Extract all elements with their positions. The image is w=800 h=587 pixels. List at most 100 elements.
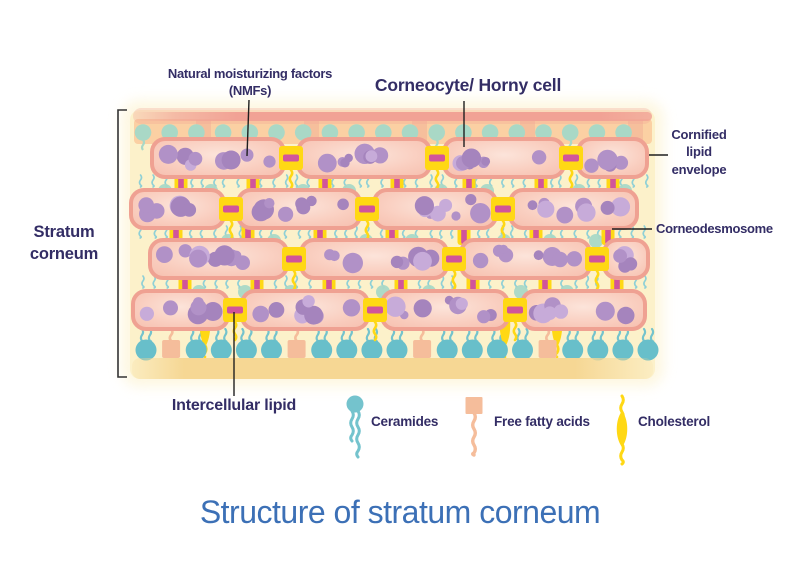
nmf-granule [178, 244, 192, 258]
legend-label-free-fatty-acids: Free fatty acids [494, 414, 590, 429]
nmf-granule [296, 200, 311, 215]
corneodesmosome-junction [219, 197, 243, 241]
annotation-lines [117, 99, 668, 396]
nmf-granule [221, 150, 241, 170]
nmf-granule [595, 301, 615, 321]
ceramide-head [637, 339, 659, 361]
nmf-granule [263, 155, 276, 168]
ceramide-head [361, 339, 383, 361]
ceramide-head [612, 339, 634, 361]
nmf-label-line1: Natural moisturizing factors [167, 66, 333, 81]
nmf-granule [317, 153, 337, 173]
nmf-granule [597, 149, 618, 171]
corneodesmosome-junction [282, 247, 306, 291]
corneocyte-cell [131, 289, 230, 331]
nmf-granule [600, 200, 615, 215]
corneocyte-cell [299, 238, 449, 280]
ceramide-head [185, 339, 207, 361]
ceramide-head [235, 339, 257, 361]
corneocyte-row-1 [150, 137, 649, 190]
ceramide-icon [346, 395, 364, 459]
nmf-granule [566, 251, 582, 267]
corneocyte-cell [459, 238, 592, 280]
nmf-granule [182, 203, 197, 217]
nmf-granule [414, 196, 434, 216]
corneocyte-label: Corneocyte/ Horny cell [374, 75, 562, 95]
nmf-granule [340, 158, 350, 168]
ceramide-head [562, 339, 584, 361]
nmf-granule [531, 150, 547, 165]
corneodesmosome-junction [491, 197, 515, 241]
corneodesmosome-junction [223, 298, 247, 342]
nmf-granule [552, 251, 568, 268]
corneodesmosome-junction [279, 146, 303, 190]
corneodesmosome-junction [355, 197, 379, 241]
ceramide-head [336, 339, 358, 361]
top-band [133, 112, 652, 121]
nmf-granule [470, 203, 491, 224]
nmf-granule [499, 244, 508, 254]
nmf-granule [203, 302, 223, 321]
intercellular-lipid-label: Intercellular lipid [171, 397, 297, 414]
corneocyte-row-2 [129, 188, 639, 241]
ceramide-head [386, 339, 408, 361]
nmf-granule [537, 200, 555, 218]
ceramide-head [436, 339, 458, 361]
nmf-granule [324, 249, 336, 261]
nmf-granule [543, 306, 557, 321]
nmf-granule [553, 304, 569, 319]
ceramide-head [135, 339, 157, 361]
nmf-granule [251, 202, 271, 222]
figure-title: Structure of stratum corneum [199, 494, 601, 530]
nmf-granule [556, 206, 574, 224]
lower-lipid-layer [132, 295, 659, 379]
corneocyte-cell [602, 238, 650, 280]
nmf-granule [337, 198, 349, 211]
nmf-granule [472, 252, 489, 269]
nmf-granule [190, 299, 207, 316]
nmf-granule [385, 296, 406, 317]
nmf-granule [264, 198, 275, 209]
corneocyte-cell [372, 188, 498, 230]
corneocyte-cell [129, 188, 226, 230]
legend-label-ceramides: Ceramides [371, 414, 439, 429]
nmf-granule [477, 310, 491, 324]
nmf-granule [451, 211, 461, 221]
nmf-granule [533, 250, 544, 261]
corneocyte-cell [520, 289, 647, 331]
stratum-corneum-bracket [117, 109, 127, 378]
nmf-granule [278, 206, 294, 222]
nmf-label: Natural moisturizing factors (NMFs) [140, 66, 360, 99]
corneocyte-row-4 [131, 289, 647, 342]
stratum-corneum-label: Stratum corneum [29, 223, 99, 263]
nmf-granule [342, 299, 361, 317]
corneocyte-cell [148, 238, 289, 280]
corneodesmosome-junction [503, 298, 527, 342]
nmf-granule [439, 198, 453, 212]
nmf-granule [365, 150, 378, 163]
legend: Ceramides Free fatty acids Cholesterol [330, 390, 750, 470]
nmf-granule [413, 251, 432, 271]
ceramide-head [261, 339, 282, 361]
corneocyte-cell [508, 188, 639, 230]
nmf-granule [189, 249, 208, 268]
nmf-granule [268, 302, 285, 318]
corneocyte-cell [576, 137, 649, 179]
nmf-granule [188, 151, 203, 166]
free-fatty-acid-head [162, 340, 181, 358]
corneocyte-row-3 [148, 238, 650, 291]
nmf-granule [527, 200, 538, 211]
cholesterol-icon [616, 394, 628, 466]
legend-label-cholesterol: Cholesterol [638, 414, 711, 429]
nmf-granule [584, 158, 599, 173]
nmf-granule [617, 306, 635, 325]
ceramide-head [311, 339, 333, 361]
nmf-granule [163, 300, 178, 316]
nmf-granule [610, 197, 631, 217]
nmf-granule [138, 197, 154, 213]
ceramide-head [587, 339, 609, 361]
free-fatty-acid-icon [465, 397, 483, 457]
corneocyte-cell [150, 137, 286, 179]
nmf-granule [302, 295, 315, 308]
